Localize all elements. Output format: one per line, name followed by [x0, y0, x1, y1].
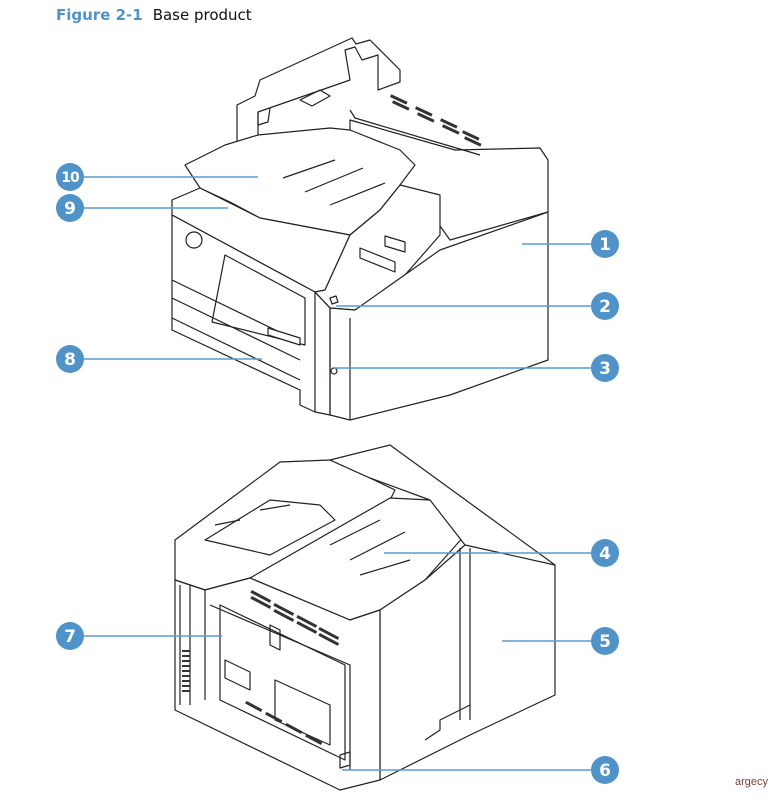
- callout-2: 2: [591, 292, 619, 320]
- callout-number: 5: [599, 632, 611, 652]
- callout-number: 8: [64, 350, 76, 370]
- callout-7: 7: [56, 622, 84, 650]
- callout-number: 7: [64, 627, 76, 647]
- figure-caption: Figure 2-1 Base product: [56, 6, 252, 24]
- figure-title: Base product: [152, 6, 252, 24]
- callout-3: 3: [591, 354, 619, 382]
- callout-1: 1: [591, 230, 619, 258]
- callout-number: 1: [599, 235, 611, 255]
- callout-9: 9: [56, 194, 84, 222]
- callout-10: 10: [56, 163, 84, 191]
- callout-number: 6: [599, 761, 611, 781]
- printer-front-view: [171, 37, 549, 421]
- callout-number: 2: [599, 297, 611, 317]
- callout-5: 5: [591, 627, 619, 655]
- callout-8: 8: [56, 345, 84, 373]
- callout-number: 3: [599, 359, 611, 379]
- watermark: argecy: [734, 776, 768, 788]
- side-vent-grille: [182, 650, 190, 692]
- callout-6: 6: [591, 756, 619, 784]
- callout-4: 4: [591, 539, 619, 567]
- callout-number: 9: [64, 199, 76, 219]
- callout-number: 10: [61, 170, 80, 186]
- callout-number: 4: [599, 544, 611, 564]
- rear-vents: [245, 589, 340, 745]
- callout-leaders: [84, 176, 591, 771]
- top-vents: [389, 94, 482, 147]
- printer-rear-view: [174, 444, 556, 791]
- figure-label: Figure 2-1: [56, 6, 143, 24]
